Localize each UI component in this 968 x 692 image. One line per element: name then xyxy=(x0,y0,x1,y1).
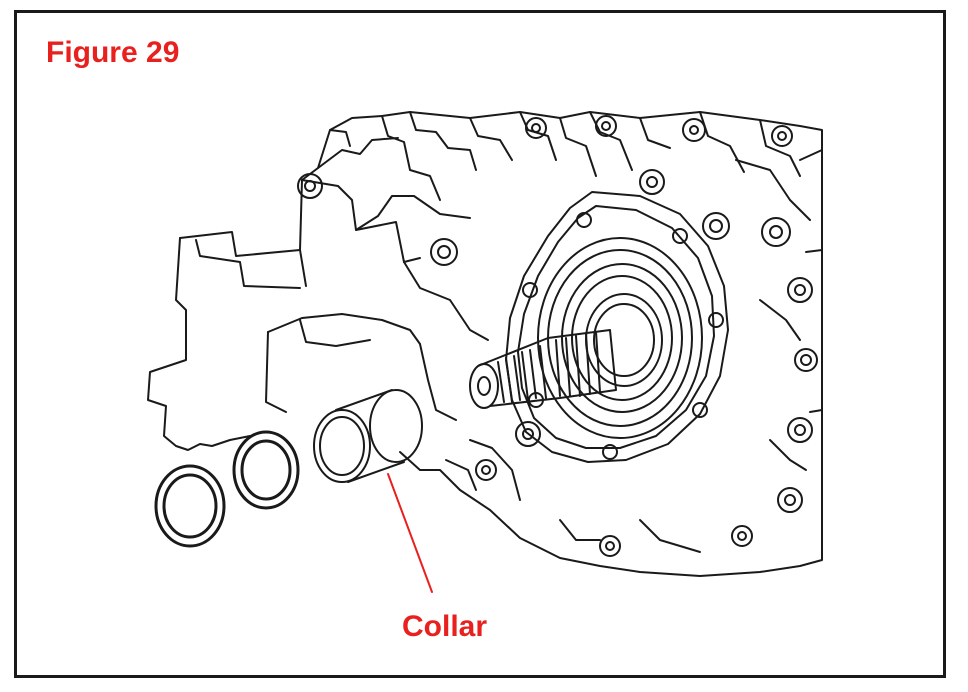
bearing-housing xyxy=(505,191,729,463)
collar-part xyxy=(313,389,423,483)
output-shaft xyxy=(469,329,617,409)
transmission-case xyxy=(147,111,823,577)
snap-ring-left xyxy=(154,464,226,548)
snap-ring-right xyxy=(232,430,300,510)
collar-label: Collar xyxy=(402,610,488,643)
collar-leader-line xyxy=(387,473,433,593)
figure-title: Figure 29 xyxy=(46,36,180,69)
